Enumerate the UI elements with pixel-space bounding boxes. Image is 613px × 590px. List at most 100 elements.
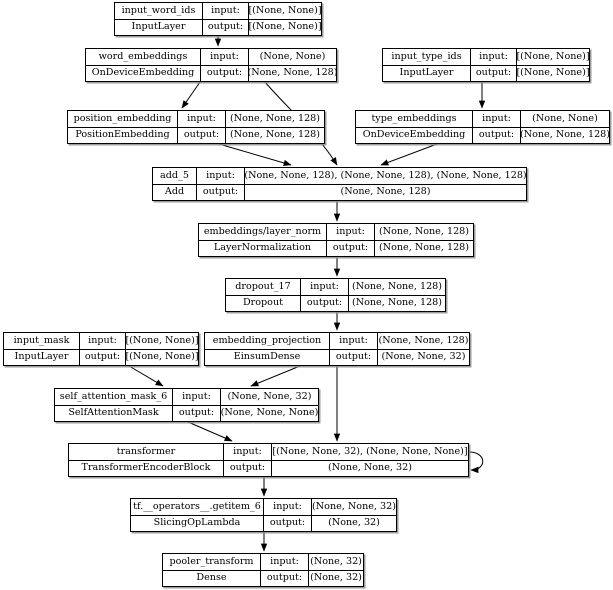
output-shape-value: [(None, None)] — [249, 21, 321, 33]
edge-transformer-to-transformer — [468, 451, 484, 474]
output-label: output: — [201, 65, 249, 81]
input-label: input: — [471, 49, 517, 65]
node-class-name: OnDeviceEmbedding — [86, 65, 201, 81]
input-shape-value: (None, None, 128) — [378, 225, 470, 237]
input-shape-value: (None, None, 128) — [229, 112, 321, 124]
node-class-name: InputLayer — [383, 65, 471, 81]
node-class-name: TransformerEncoderBlock — [69, 460, 224, 476]
output-shape-value: (None, None, 128) — [229, 129, 321, 141]
output-shape-value: (None, None, 32) — [381, 351, 466, 363]
output-shape-value: (None, None, 32) — [328, 462, 412, 474]
node-class-name: SlicingOpLambda — [131, 515, 264, 531]
input-label: input: — [178, 111, 226, 127]
node-class-name: InputLayer — [4, 349, 80, 365]
input-label: input: — [80, 333, 126, 349]
input-label: input: — [203, 3, 249, 19]
output-label: output: — [197, 184, 245, 200]
node-class-name: OnDeviceEmbedding — [356, 127, 473, 143]
input-label: input: — [327, 224, 375, 240]
output-shape-value: (None, None, 128) — [340, 186, 431, 198]
output-label: output: — [178, 127, 226, 143]
node-title: self_attention_mask_6 — [55, 389, 173, 405]
node-title: input_word_ids — [115, 3, 203, 19]
node-class-name: Dropout — [226, 295, 301, 311]
output-label: output: — [301, 295, 349, 311]
input-shape-value: (None, 32) — [310, 555, 362, 567]
edge-position_embedding-to-add_5 — [218, 143, 292, 166]
output-shape-value: [(None, None)] — [126, 351, 198, 363]
output-label: output: — [327, 240, 375, 256]
edge-type_embeddings-to-add_5 — [380, 143, 438, 166]
output-label: output: — [203, 19, 249, 35]
input-shape-value: (None, None) — [259, 50, 326, 62]
edge-word_embeddings-to-position_embedding — [181, 81, 201, 109]
input-shape-value: (None, None, 128) — [351, 280, 443, 292]
input-label: input: — [224, 444, 272, 460]
input-shape-value: [(None, None)] — [249, 4, 321, 16]
input-shape-value: [(None, None, 32), (None, None, None)] — [272, 445, 468, 457]
input-label: input: — [201, 49, 249, 65]
output-shape-value: (None, None, 128) — [378, 242, 470, 254]
input-shape-value: (None, None, 32) — [227, 390, 312, 402]
input-label: input: — [301, 279, 349, 295]
output-shape-value: (None, None, 128) — [521, 129, 609, 141]
input-label: input: — [261, 554, 309, 570]
node-title: add_5 — [153, 168, 197, 184]
input-shape-value: [(None, None)] — [126, 334, 198, 346]
output-label: output: — [261, 570, 309, 586]
input-label: input: — [264, 499, 312, 515]
node-class-name: Add — [153, 184, 197, 200]
node-title: tf.__operators__.getitem_6 — [131, 499, 264, 515]
node-title: pooler_transform — [163, 554, 261, 570]
output-shape-value: (None, None, None) — [221, 407, 318, 419]
node-class-name: SelfAttentionMask — [55, 405, 173, 421]
output-shape-value: (None, None, 128) — [249, 67, 336, 79]
output-label: output: — [471, 65, 517, 81]
output-shape-value: [(None, None)] — [517, 67, 589, 79]
input-label: input: — [330, 333, 378, 349]
edge-embedding_projection-to-self_attention_mask_6 — [250, 365, 301, 387]
input-shape-value: (None, None, 128) — [378, 334, 469, 346]
output-label: output: — [264, 515, 312, 531]
output-label: output: — [473, 127, 521, 143]
input-shape-value: [(None, None)] — [517, 50, 589, 62]
input-shape-value: (None, None, 32) — [312, 500, 396, 512]
output-label: output: — [224, 460, 272, 476]
output-label: output: — [80, 349, 126, 365]
input-shape-value: (None, None) — [532, 112, 598, 124]
edge-self_attention_mask_6-to-transformer — [187, 421, 233, 442]
node-title: dropout_17 — [226, 279, 301, 295]
output-shape-value: (None, None, 128) — [351, 297, 443, 309]
input-shape-value: [(None, None, 128), (None, None, 128), (… — [245, 169, 526, 181]
